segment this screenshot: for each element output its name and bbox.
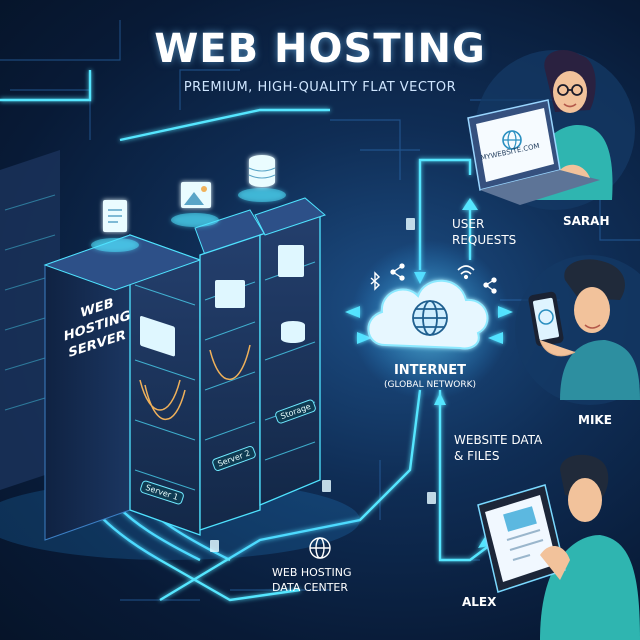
- page-subtitle: PREMIUM, HIGH-QUALITY FLAT VECTOR: [183, 80, 457, 95]
- storage-rack: [254, 197, 326, 506]
- image-icon: [171, 182, 219, 227]
- website-data-label: WEBSITE DATA & FILES: [454, 433, 543, 463]
- share-icon: [390, 263, 497, 294]
- document-icon: [210, 218, 436, 552]
- user-name-alex: ALEX: [462, 595, 497, 609]
- datacenter-label: WEB HOSTING DATA CENTER: [272, 566, 352, 594]
- database-icon: [238, 155, 286, 202]
- user-name-mike: MIKE: [578, 413, 612, 427]
- sarah-figure: [467, 50, 635, 210]
- mike-figure: [515, 255, 640, 405]
- document-icon: [91, 200, 139, 252]
- bluetooth-icon: [370, 271, 381, 291]
- wifi-icon: [457, 265, 475, 280]
- globe-icon: [309, 537, 331, 559]
- cloud-subtitle: (GLOBAL NETWORK): [383, 380, 477, 390]
- page-title: WEB HOSTING: [154, 26, 486, 72]
- database-icon: [281, 321, 305, 343]
- user-name-sarah: SARAH: [563, 214, 610, 228]
- cloud-title: INTERNET: [393, 363, 467, 378]
- globe-icon: [412, 300, 448, 336]
- alex-figure: [477, 454, 640, 640]
- server-rack-2: [194, 209, 266, 531]
- server-rack-1: [43, 234, 202, 541]
- user-requests-label: USER REQUESTS: [452, 217, 517, 247]
- cloud-internet: [350, 240, 510, 400]
